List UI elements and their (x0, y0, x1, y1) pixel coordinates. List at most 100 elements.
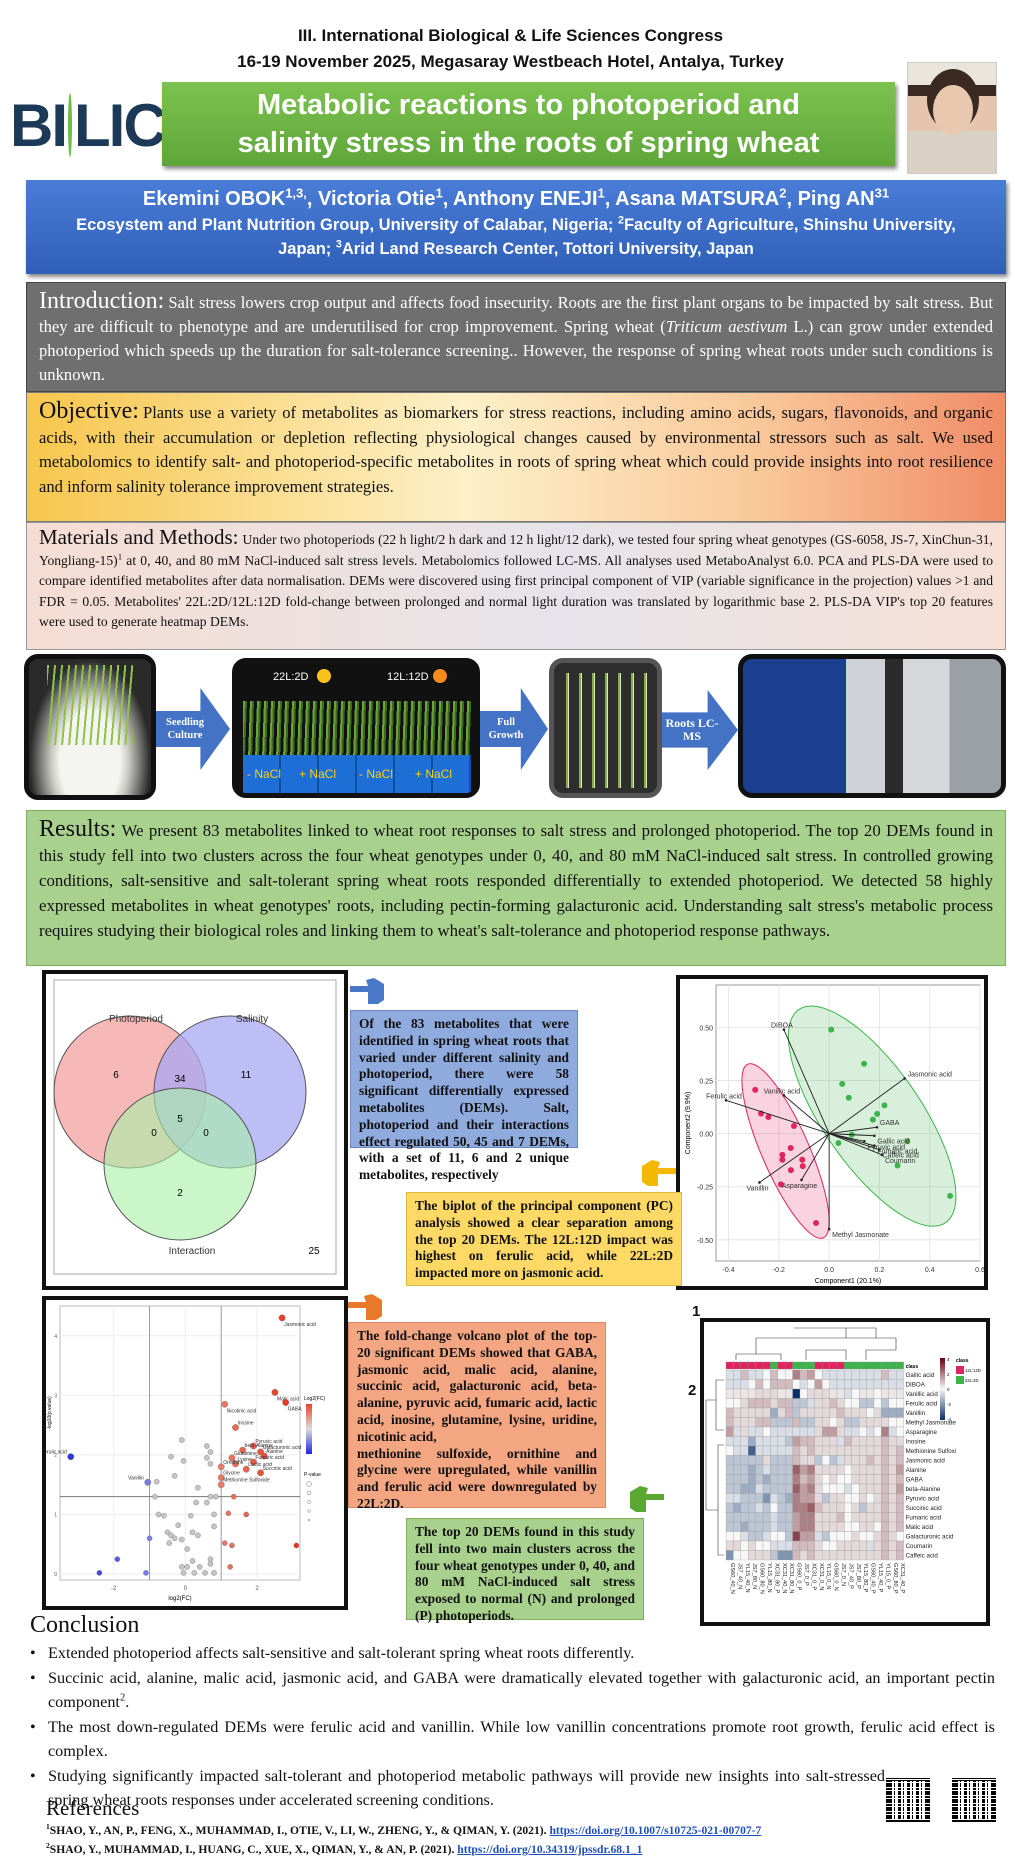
heatmap-cell (829, 1483, 838, 1494)
reference-doi-link[interactable]: https://doi.org/10.34319/jpssdr.68.1_1 (457, 1843, 643, 1856)
conclusion-item: The most down-regulated DEMs were feruli… (30, 1715, 995, 1763)
heatmap-cell (792, 1455, 801, 1466)
heatmap-cell (785, 1426, 793, 1437)
heatmap-cell (770, 1550, 778, 1561)
volcano-point (189, 1529, 196, 1536)
class-bar-cell (814, 1361, 823, 1370)
affil-sup: 2 (618, 214, 624, 227)
qr-code-1[interactable] (886, 1778, 930, 1822)
x-tick-label: 2 (255, 1586, 259, 1592)
heatmap-cell (859, 1455, 867, 1466)
heatmap-cell (851, 1426, 860, 1437)
y-tick-label: 3 (54, 1393, 57, 1399)
size-legend-symbol (307, 1509, 311, 1513)
heatmap-cell (785, 1436, 793, 1447)
affil-sup: 1 (597, 185, 605, 201)
heatmap-cell (844, 1369, 852, 1380)
author: , Victoria Otie (306, 188, 436, 210)
pca-point (765, 1114, 772, 1121)
heatmap-cell (814, 1531, 823, 1542)
heatmap-cell (873, 1531, 882, 1542)
class-bar-cell (836, 1361, 845, 1370)
heatmap-cell (829, 1417, 838, 1428)
heatmap-cell (785, 1512, 793, 1523)
y-tick-label: 0.00 (699, 1132, 713, 1139)
loading-arrow-head (827, 1227, 831, 1231)
heatmap-cell (881, 1398, 889, 1409)
conclusion-item: Studying significantly impacted salt-tol… (30, 1764, 995, 1812)
heatmap-cell (740, 1464, 749, 1475)
heatmap-cell (888, 1464, 897, 1475)
colorbar-tick: 2 (947, 1372, 950, 1377)
heatmap-cell (836, 1502, 845, 1513)
heatmap-column-label: XC31_80_P (773, 1563, 779, 1593)
class-bar-cell (733, 1361, 741, 1370)
heatmap-cell (762, 1388, 771, 1399)
conclusion-section: Conclusion Extended photoperiod affects … (30, 1612, 995, 1813)
heatmap-cell (770, 1493, 778, 1504)
heatmap-cell (888, 1398, 897, 1409)
heatmap-cell (748, 1436, 756, 1447)
volcano-point-label: Glutamine (234, 1451, 257, 1457)
heatmap-cell (748, 1531, 756, 1542)
heatmap-cell (740, 1521, 749, 1532)
heatmap-cell (859, 1540, 867, 1551)
volcano-point (155, 1511, 162, 1518)
heatmap-cell (814, 1540, 823, 1551)
plot-area (715, 984, 981, 1262)
heatmap-cell (777, 1521, 786, 1532)
heatmap-cell (836, 1398, 845, 1409)
heatmap-cell (844, 1455, 852, 1466)
volcano-point (207, 1561, 214, 1567)
author: , Ping AN (786, 188, 875, 210)
volcano-point (257, 1469, 264, 1477)
class-bar-cell (873, 1361, 882, 1370)
heatmap-cell (799, 1521, 808, 1532)
volcano-point-label: Ornithine (223, 1460, 244, 1466)
volcano-point (211, 1523, 217, 1530)
loading-arrow-head (724, 1098, 728, 1102)
x-axis-label: Component1 (20.1%) (815, 1278, 882, 1285)
heatmap-cell (785, 1502, 793, 1513)
heatmap-cell (733, 1521, 741, 1532)
heatmap-row-label: Pyruvic acid (906, 1496, 940, 1503)
reference-doi-link[interactable]: https://doi.org/10.1007/s10725-021-00707… (549, 1824, 762, 1837)
heatmap-cell (866, 1540, 875, 1551)
heatmap-cell (748, 1502, 756, 1513)
heatmap-cell (859, 1369, 867, 1380)
introduction-text: Salt stress lowers crop output and affec… (39, 293, 993, 336)
introduction-text-end: L.) can grow under extended photoperiod … (39, 317, 993, 384)
heatmap-cell (733, 1502, 741, 1513)
heatmap-cell (851, 1502, 860, 1513)
heatmap-cell (792, 1474, 801, 1485)
heatmap-cell (762, 1436, 771, 1447)
heatmap-cell (844, 1379, 852, 1390)
volcano-point (67, 1453, 75, 1461)
heatmap-cell (896, 1455, 904, 1466)
qr-code-2[interactable] (952, 1778, 996, 1822)
heatmap-cell (836, 1455, 845, 1466)
pointing-hand-icon (630, 1486, 664, 1512)
heatmap-cell (873, 1512, 882, 1523)
heatmap-cell (881, 1493, 889, 1504)
volcano-point (178, 1437, 185, 1443)
loading-label: Vanillic acid (764, 1088, 801, 1095)
heatmap-cell (829, 1379, 838, 1390)
heatmap-cell (888, 1521, 897, 1532)
heatmap-cell (762, 1474, 771, 1485)
heatmap-cell (777, 1540, 786, 1551)
heatmap-cell (866, 1369, 875, 1380)
heatmap-cell (755, 1379, 764, 1390)
pca-point (799, 1156, 806, 1163)
heatmap-cell (792, 1512, 801, 1523)
heatmap-cell (799, 1455, 808, 1466)
volcano-point (278, 1314, 286, 1322)
heatmap-cell (866, 1417, 875, 1428)
heatmap-cell (859, 1493, 867, 1504)
heatmap-cell (814, 1388, 823, 1399)
heatmap-cell (814, 1417, 823, 1428)
colorbar-tick: -2 (947, 1402, 951, 1407)
pca-point (894, 1162, 901, 1169)
heatmap-row-label: Methyl Jasmonate (906, 1420, 957, 1427)
